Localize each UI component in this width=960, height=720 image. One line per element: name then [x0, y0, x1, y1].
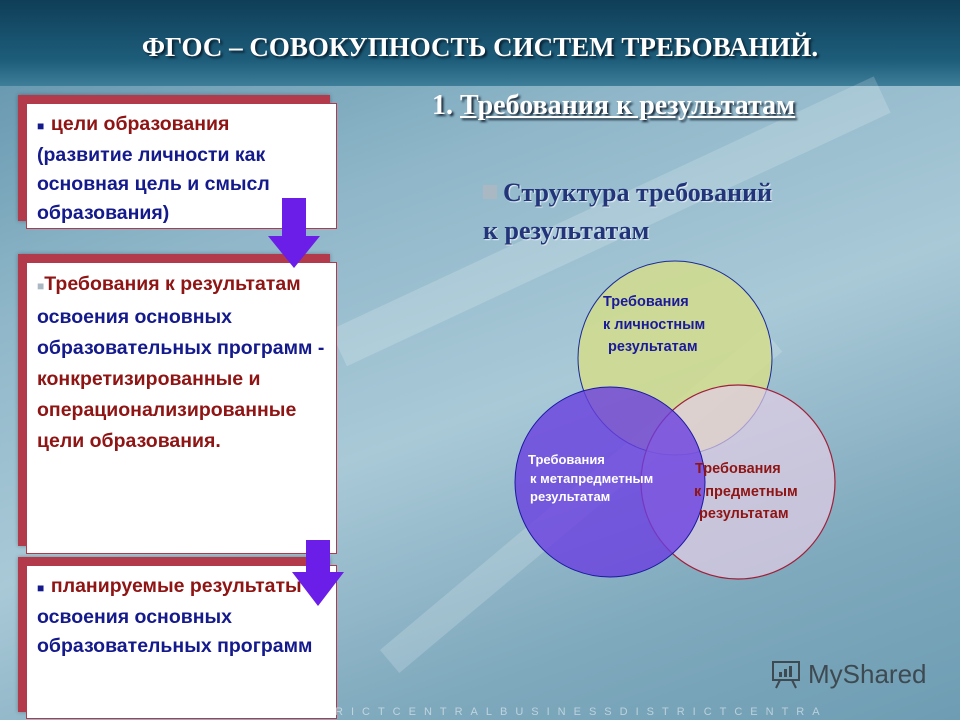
slide-subtitle: 1. Требования к результатам: [432, 90, 795, 122]
structure-heading-line2: к результатам: [483, 216, 650, 245]
box-text-red: цели образования: [50, 113, 230, 135]
box-text-red: планируемые результаты: [50, 575, 302, 597]
venn-diagram: Требования к личностным результатам Треб…: [514, 260, 836, 580]
arrow-down-icon: [268, 198, 320, 268]
structure-heading-line1: Структура требований: [503, 178, 773, 207]
venn-personal-line3: результатам: [608, 339, 698, 355]
subtitle-text: Требования к результатам: [460, 90, 796, 121]
watermark-logo: MyShared: [770, 658, 927, 690]
box-text-red: конкретизированные и операционализирован…: [37, 368, 297, 452]
arrow-down-icon: [292, 540, 344, 606]
title-band: [0, 0, 960, 86]
circle-meta: [514, 386, 706, 578]
subtitle-number: 1.: [432, 90, 460, 121]
box-text-red: Требования к результатам: [44, 273, 301, 295]
box-text-blue: освоения основных образовательных програ…: [37, 606, 313, 657]
box-text-blue: (развитие личности как основная цель и с…: [37, 144, 270, 224]
venn-meta-line1: Требования: [528, 452, 605, 467]
bullet-icon: ■: [37, 279, 45, 293]
bullet-icon: ■: [37, 119, 51, 133]
watermark-text: MyShared: [808, 658, 927, 689]
planned-results-box: ■ планируемые результаты освоения основн…: [26, 565, 337, 719]
presentation-icon: [772, 661, 800, 689]
structure-heading: Структура требований к результатам: [483, 174, 772, 250]
venn-subject-line3: результатам: [699, 506, 789, 522]
requirements-box: ■Требования к результатам освоения основ…: [26, 262, 337, 554]
venn-personal-line2: к личностным: [603, 317, 705, 333]
slide-title: ФГОС – СОВОКУПНОСТЬ СИСТЕМ ТРЕБОВАНИЙ.: [141, 32, 819, 62]
footer-strip: RICTCENTRALBUSINESSDISTRICTCENTRA: [335, 706, 828, 718]
bullet-icon: [483, 185, 497, 199]
venn-subject-line1: Требования: [695, 461, 781, 477]
venn-meta-line3: результатам: [530, 489, 610, 504]
venn-meta-line2: к метапредметным: [530, 471, 653, 486]
venn-subject-line2: к предметным: [694, 484, 798, 500]
bullet-icon: ■: [37, 581, 51, 595]
venn-personal-line1: Требования: [603, 294, 689, 310]
box-text-blue: освоения основных образовательных програ…: [37, 306, 325, 359]
